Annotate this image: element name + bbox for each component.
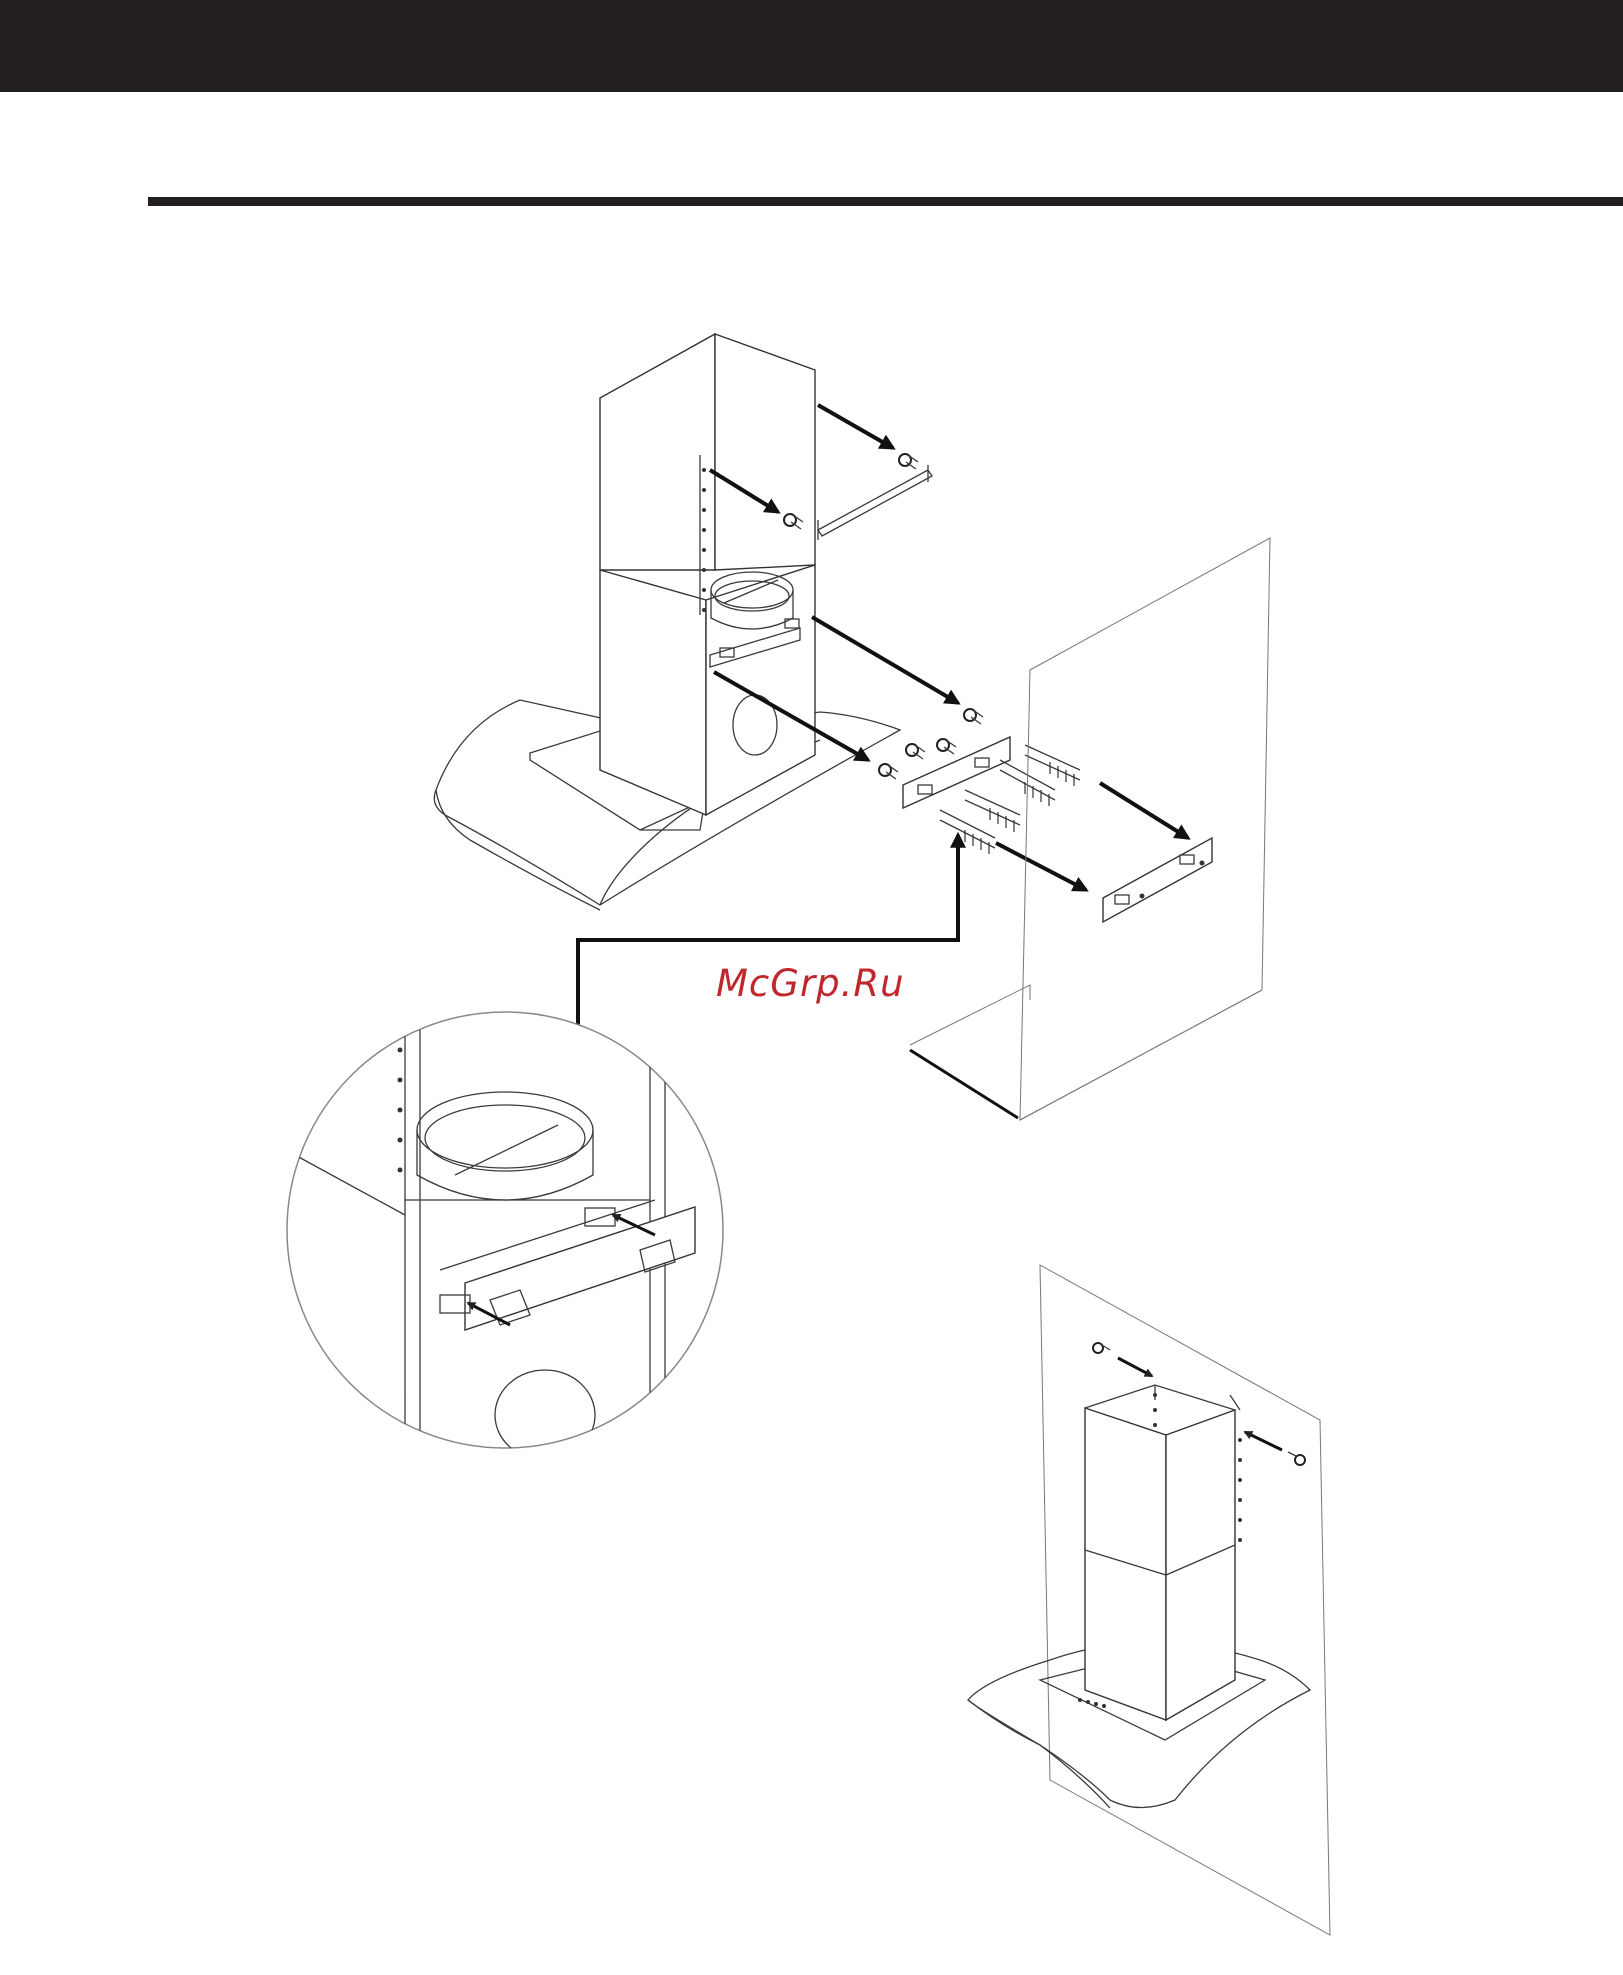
magnified-detail-circle bbox=[287, 1012, 723, 1460]
wall-panel-drawing bbox=[910, 538, 1270, 1120]
range-hood-exploded-drawing bbox=[434, 334, 1188, 910]
wall-mounted-hood-drawing bbox=[968, 1265, 1330, 1935]
mounting-bracket-icon bbox=[1103, 838, 1212, 922]
watermark-text: McGrp.Ru bbox=[716, 962, 905, 1005]
